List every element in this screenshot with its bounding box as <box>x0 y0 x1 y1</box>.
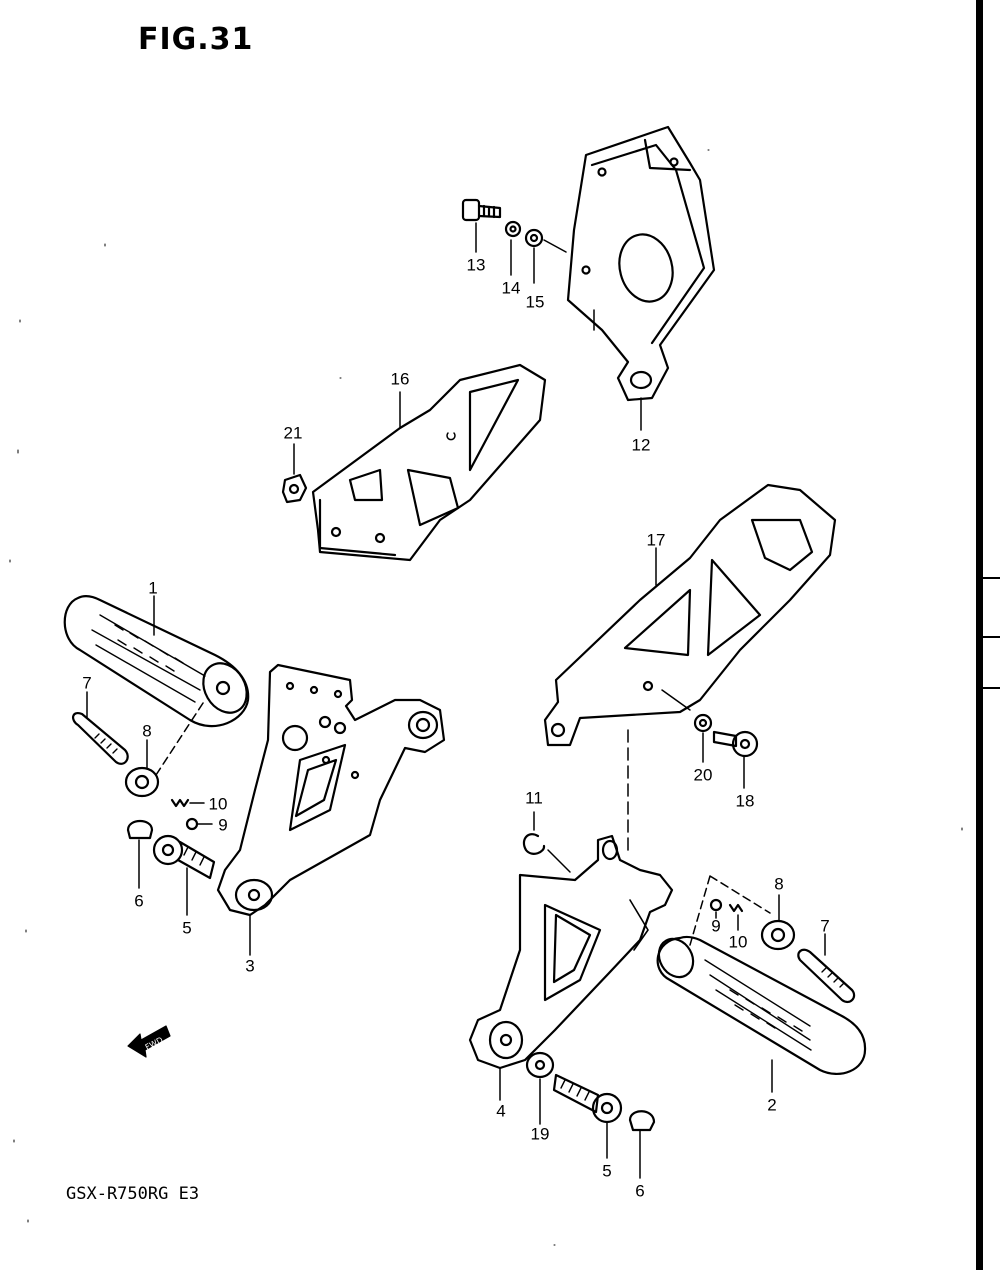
callout-13: 13 <box>466 255 486 275</box>
part-10-spring-right <box>728 903 744 913</box>
part-8-washer-right <box>760 919 796 951</box>
part-5-bolt-right <box>552 1073 623 1124</box>
callout-4: 4 <box>496 1101 506 1121</box>
page-edge-tick <box>983 687 1000 689</box>
part-3-bracket <box>216 663 446 917</box>
fwd-arrow-icon: FWD <box>127 1025 171 1058</box>
callout-12: 12 <box>631 435 651 455</box>
scan-noise <box>9 149 963 1246</box>
callout-1: 1 <box>148 578 158 598</box>
figure-title: FIG.31 <box>138 22 254 57</box>
part-16-heel-guard <box>311 363 547 562</box>
part-1-footpeg <box>63 595 250 728</box>
callout-20: 20 <box>693 765 713 785</box>
part-5-bolt-left <box>152 834 216 880</box>
callout-7-right: 7 <box>820 916 830 936</box>
callout-21: 21 <box>283 423 303 443</box>
callout-8-right: 8 <box>774 874 784 894</box>
part-14-washer <box>504 220 522 238</box>
callout-19: 19 <box>530 1124 550 1144</box>
part-7-pin-left <box>72 712 129 765</box>
callout-15: 15 <box>525 292 545 312</box>
callout-5-right: 5 <box>602 1161 612 1181</box>
page-edge-tick <box>983 577 1000 579</box>
part-7-pin-right <box>797 948 856 1004</box>
part-8-washer-left <box>124 766 160 798</box>
part-12-bracket <box>566 125 716 402</box>
callout-16: 16 <box>390 369 410 389</box>
part-2-footpeg <box>656 935 867 1075</box>
callout-8-left: 8 <box>142 721 152 741</box>
part-9-ball-right <box>709 898 723 912</box>
part-20-washer <box>693 713 713 733</box>
callout-6-left: 6 <box>134 891 144 911</box>
part-17-heel-guard <box>543 483 837 747</box>
callout-5-left: 5 <box>182 918 192 938</box>
part-21-nut <box>281 473 308 504</box>
page-edge-tick <box>983 636 1000 638</box>
callout-17: 17 <box>646 530 666 550</box>
callout-9-right: 9 <box>711 916 721 936</box>
callout-14: 14 <box>501 278 521 298</box>
part-18-bolt <box>712 730 759 758</box>
callout-18: 18 <box>735 791 755 811</box>
callout-3: 3 <box>245 956 255 976</box>
part-4-bracket <box>468 834 674 1070</box>
part-11-clip <box>522 833 546 855</box>
page-edge-bar <box>976 0 983 1270</box>
callout-2: 2 <box>767 1095 777 1115</box>
part-10-spring-left <box>170 798 190 808</box>
callout-9-left: 9 <box>218 815 228 835</box>
callout-6-right: 6 <box>635 1181 645 1201</box>
part-19-washer <box>525 1051 555 1079</box>
part-6-cap-right <box>628 1110 656 1132</box>
part-15-washer <box>524 228 544 248</box>
callout-10-left: 10 <box>208 794 228 814</box>
part-6-cap-left <box>126 819 154 840</box>
callout-11: 11 <box>525 788 543 808</box>
part-13-bolt <box>461 198 502 222</box>
part-9-ball-left <box>185 817 199 831</box>
model-code: GSX-R750RG E3 <box>66 1184 200 1204</box>
callout-7-left: 7 <box>82 673 92 693</box>
callout-10-right: 10 <box>728 932 748 952</box>
